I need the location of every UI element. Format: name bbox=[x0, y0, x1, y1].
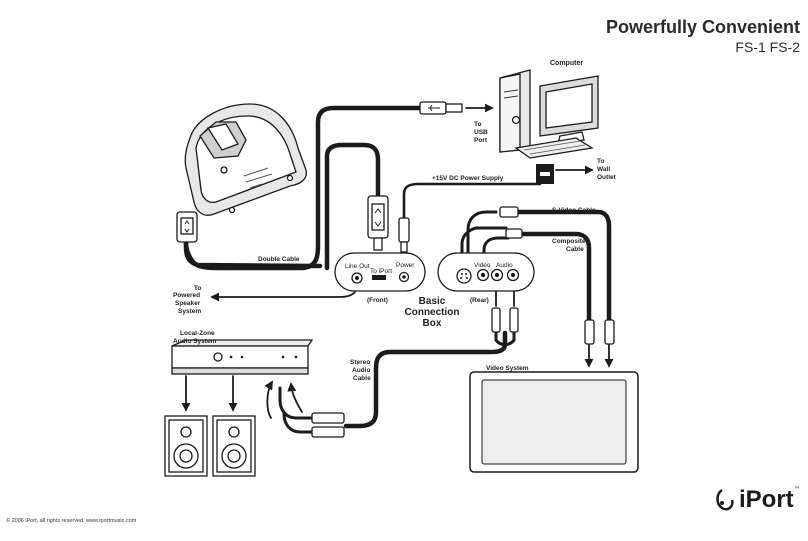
arrow-audio-up-2 bbox=[287, 382, 303, 413]
power-plug bbox=[398, 217, 410, 253]
label-to-speaker-1: To bbox=[194, 285, 201, 292]
speaker-left bbox=[164, 415, 208, 477]
ipod-connector-plug bbox=[367, 195, 389, 251]
brand-trademark: ™ bbox=[794, 486, 800, 492]
label-local-zone-1: Local-Zone bbox=[180, 330, 215, 337]
connection-box-front bbox=[334, 252, 426, 292]
usb-cable bbox=[190, 105, 423, 271]
rca-plugs-rear bbox=[491, 307, 519, 333]
connection-box-rear bbox=[437, 252, 535, 292]
composite-cable-1 bbox=[460, 226, 508, 264]
label-rear: (Rear) bbox=[470, 297, 489, 304]
label-composite-cable-1: Composite bbox=[552, 238, 586, 245]
label-double-cable: Double Cable bbox=[258, 256, 300, 263]
dock-screw-icon bbox=[228, 206, 236, 214]
label-to-wall-outlet-1: To bbox=[597, 158, 604, 165]
brand-logo-text: iPort bbox=[739, 486, 794, 513]
label-power: Power bbox=[396, 262, 415, 269]
usb-plug bbox=[419, 101, 463, 115]
to-iport-port-icon bbox=[372, 275, 386, 280]
computer bbox=[499, 69, 599, 159]
label-audio: Audio bbox=[496, 262, 513, 269]
label-local-zone-2: Audio System bbox=[173, 338, 217, 345]
label-video: Video bbox=[474, 262, 491, 269]
iport-logo-icon bbox=[716, 488, 734, 511]
local-zone-amplifier bbox=[171, 339, 314, 375]
amp-knob-icon bbox=[213, 352, 223, 362]
svideo-cable bbox=[515, 209, 612, 325]
label-to-iport: To iPort bbox=[370, 268, 392, 275]
video-plugs-top bbox=[499, 206, 615, 345]
label-to-speaker-2: Powered bbox=[173, 292, 200, 299]
label-to-usb-port-1: To bbox=[474, 121, 481, 128]
label-to-usb-port-2: USB bbox=[474, 129, 488, 136]
label-to-wall-outlet-3: Outlet bbox=[597, 174, 617, 181]
stereo-audio-cable bbox=[343, 330, 508, 429]
page-title: Powerfully Convenient bbox=[606, 17, 800, 37]
page-subtitle: FS-1 FS-2 bbox=[735, 39, 800, 55]
label-stereo-audio-cable-1: Stereo bbox=[350, 359, 370, 366]
label-line-out: Line Out bbox=[345, 263, 370, 270]
power-supply-brick bbox=[536, 164, 554, 184]
arrow-audio-up-1 bbox=[264, 380, 273, 419]
label-stereo-audio-cable-2: Audio bbox=[352, 367, 370, 374]
svideo-jack-icon bbox=[456, 268, 472, 284]
iport-dock bbox=[184, 103, 308, 216]
dock-connector bbox=[176, 211, 198, 243]
label-front: (Front) bbox=[367, 297, 388, 304]
power-cable bbox=[402, 182, 542, 224]
iport-logo: iPort ™ bbox=[716, 486, 800, 513]
label-composite-cable-2: Cable bbox=[566, 246, 584, 253]
label-video-system: Video System bbox=[486, 365, 529, 372]
label-box-3: Box bbox=[423, 318, 442, 329]
label-computer: Computer bbox=[550, 60, 583, 67]
label-box-1: Basic bbox=[419, 296, 446, 307]
dock-logo-icon bbox=[220, 166, 228, 174]
dock-screw-icon bbox=[286, 174, 294, 182]
composite-cable-2 bbox=[466, 210, 498, 264]
label-to-usb-port-3: Port bbox=[474, 137, 488, 144]
arrow-to-speaker bbox=[210, 284, 358, 302]
footer-copyright: © 2006 iPort, all rights reserved. www.i… bbox=[6, 517, 137, 524]
label-to-speaker-3: Speaker bbox=[175, 300, 201, 307]
double-cable bbox=[183, 235, 323, 269]
composite-loop bbox=[482, 236, 510, 262]
video-system-tv bbox=[469, 371, 639, 473]
audio-rca-lines bbox=[278, 386, 315, 434]
label-to-wall-outlet-2: Wall bbox=[597, 166, 610, 173]
label-power-supply: +15V DC Power Supply bbox=[432, 175, 504, 182]
label-svideo-cable: S-Video Cable bbox=[552, 207, 596, 214]
computer-power-icon bbox=[511, 115, 521, 125]
stereo-split bbox=[494, 331, 516, 346]
label-box-2: Connection bbox=[405, 307, 460, 318]
label-stereo-audio-cable-3: Cable bbox=[353, 375, 371, 382]
composite-cable bbox=[519, 231, 592, 325]
rca-plugs-stereo bbox=[311, 412, 345, 438]
speaker-right bbox=[212, 415, 256, 477]
label-to-speaker-4: System bbox=[178, 308, 201, 315]
